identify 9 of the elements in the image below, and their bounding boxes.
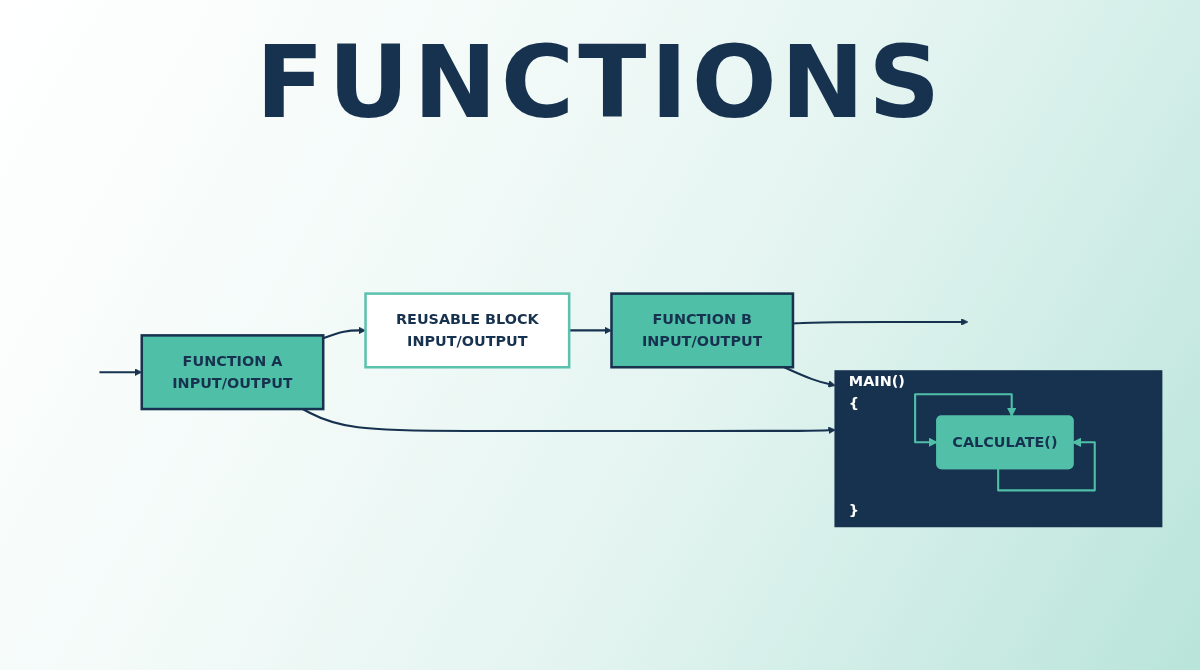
loop-arrow xyxy=(914,393,1017,447)
loop-arrow xyxy=(997,437,1096,492)
node-box: REUSABLE BLOCK INPUT/OUTPUT xyxy=(364,292,571,369)
arrow xyxy=(569,326,612,335)
node-box: FUNCTION A INPUT/OUTPUT xyxy=(140,334,325,411)
brace-text: } xyxy=(848,501,860,518)
node-box: FUNCTION B INPUT/OUTPUT xyxy=(610,292,795,369)
arrow xyxy=(792,318,969,326)
title: FUNCTIONS xyxy=(254,28,946,138)
